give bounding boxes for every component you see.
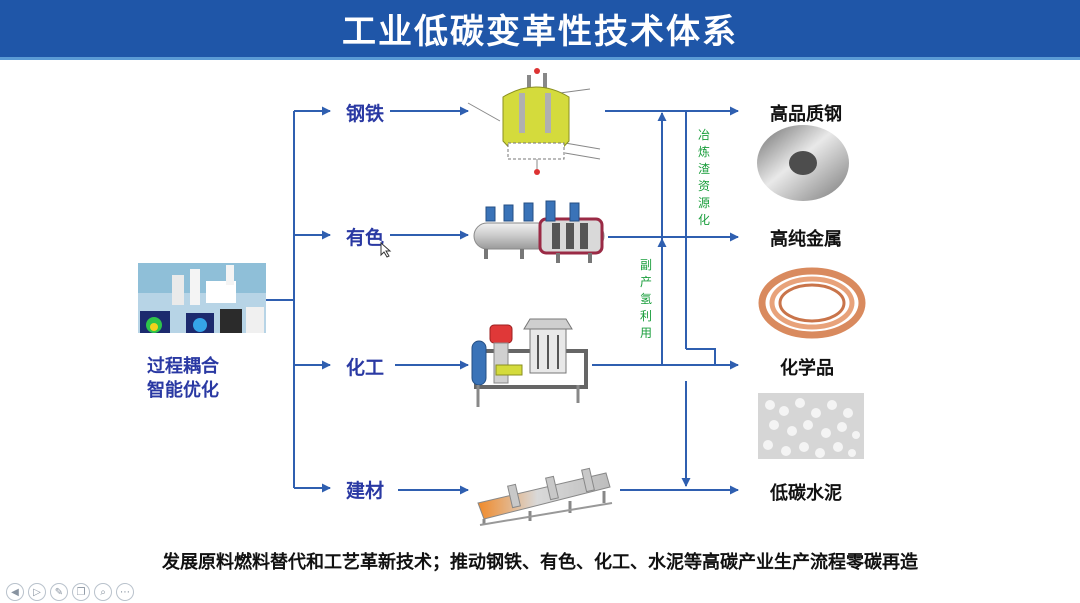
- process-label-line1: 过程耦合: [147, 356, 219, 377]
- slag-utilization-label: 冶炼渣资源化: [697, 128, 710, 227]
- page-title: 工业低碳变革性技术体系: [342, 12, 738, 52]
- product-chemicals: 化学品: [780, 358, 834, 379]
- industry-building-materials: 建材: [346, 480, 385, 502]
- rotary-kiln-icon: [477, 467, 613, 526]
- process-plant-image: [138, 263, 266, 333]
- blast-furnace-icon: [467, 68, 601, 175]
- industry-steel: 钢铁: [346, 103, 385, 125]
- more-icon[interactable]: ⋯: [116, 583, 134, 601]
- pen-icon[interactable]: ✎: [50, 583, 68, 601]
- title-bar: 工业低碳变革性技术体系: [0, 0, 1080, 60]
- industry-chemical: 化工: [346, 357, 385, 379]
- product-low-carbon-cement: 低碳水泥: [770, 483, 842, 504]
- smelter-icon: [473, 200, 605, 263]
- copper-wire-coil-image: [758, 267, 866, 339]
- cement-granules-image: [758, 393, 864, 459]
- process-label-line2: 智能优化: [147, 380, 219, 401]
- mouse-pointer-icon: [380, 242, 392, 258]
- play-icon[interactable]: ▷: [28, 583, 46, 601]
- technology-diagram: 过程耦合 智能优化 钢铁 有色 化工 建材 高品质钢 高纯金属 化学品 低碳水泥…: [0, 63, 1080, 543]
- steel-coil-image: [757, 125, 849, 201]
- flow-lines: [138, 68, 866, 526]
- industry-nonferrous: 有色: [346, 227, 385, 249]
- presentation-toolbar: ◀ ▷ ✎ ❐ ⌕ ⋯: [0, 581, 1080, 603]
- prev-icon[interactable]: ◀: [6, 583, 24, 601]
- product-high-quality-steel: 高品质钢: [770, 104, 842, 125]
- chemical-reactor-icon: [471, 318, 588, 407]
- copy-icon[interactable]: ❐: [72, 583, 90, 601]
- hydrogen-utilization-label: 副产氢利用: [639, 258, 652, 340]
- product-high-purity-metal: 高纯金属: [770, 229, 842, 250]
- search-icon[interactable]: ⌕: [94, 583, 112, 601]
- footer-summary: 发展原料燃料替代和工艺革新技术；推动钢铁、有色、化工、水泥等高碳产业生产流程零碳…: [162, 552, 918, 573]
- process-optimization-label: 过程耦合 智能优化: [147, 355, 219, 403]
